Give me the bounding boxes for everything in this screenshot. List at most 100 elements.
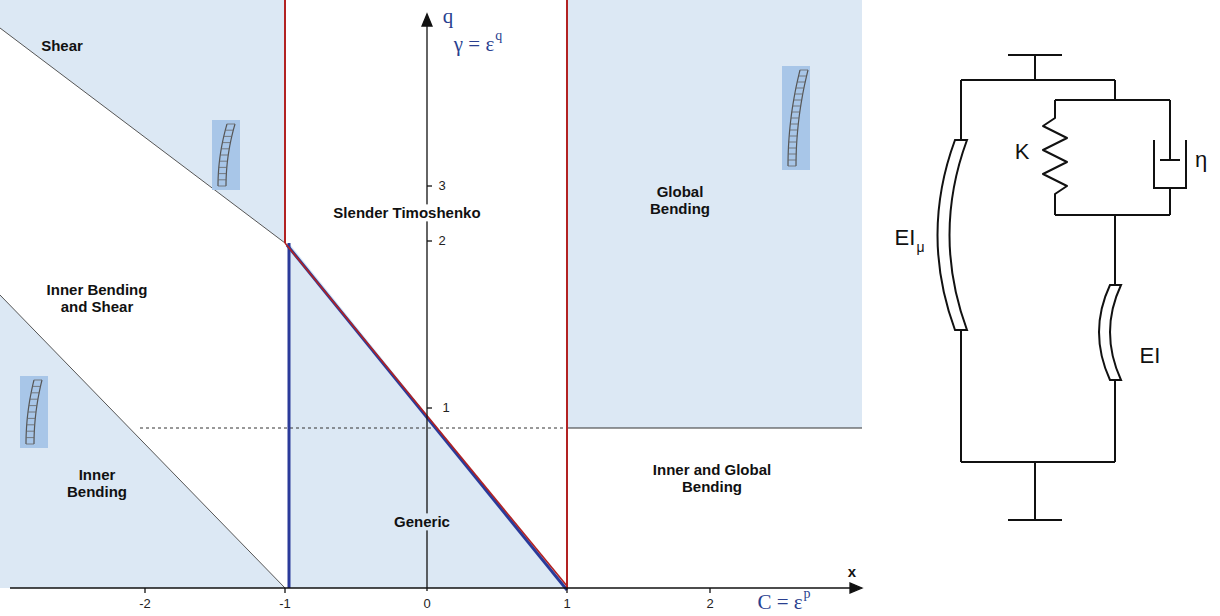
- y-axis: [426, 24, 427, 591]
- ladder-rung: [32, 386, 40, 387]
- element-subscript: μ: [916, 239, 924, 255]
- ladder-rung: [788, 148, 796, 149]
- ladder-rung: [793, 106, 801, 107]
- ladder-rung: [218, 173, 226, 174]
- wire: [1169, 100, 1171, 160]
- tick-label: 1: [563, 597, 570, 612]
- ladder-rung: [31, 392, 39, 393]
- ladder-rung: [796, 88, 804, 89]
- tick-label: 1: [442, 401, 449, 416]
- axis-name: q: [443, 4, 454, 28]
- wire: [961, 79, 1115, 81]
- ladder-rung: [788, 154, 796, 155]
- axes: [10, 14, 862, 593]
- ladder-rung: [219, 161, 227, 162]
- beam-icon: [20, 376, 48, 448]
- ladder-rung: [788, 166, 796, 167]
- wire: [1169, 188, 1171, 215]
- tick-mark: [144, 588, 145, 593]
- ladder-rung: [795, 94, 803, 95]
- ladder-rung: [225, 130, 233, 131]
- ladder-rung: [790, 124, 798, 125]
- wire: [960, 80, 962, 140]
- axis-superscript: q: [495, 28, 502, 44]
- ladder-rung: [789, 136, 797, 137]
- dashpot-symbol: [1154, 140, 1186, 188]
- tick-label: 2: [438, 234, 445, 249]
- shear-region: [0, 0, 285, 243]
- region-label: Slender Timoshenko: [330, 204, 483, 221]
- inner-bending-region: [0, 295, 285, 588]
- region-label: Inner Bending and Shear: [32, 281, 162, 316]
- ladder-rung: [788, 160, 796, 161]
- wire: [1114, 380, 1116, 462]
- ladder-rung: [221, 148, 229, 149]
- ladder-rung: [218, 186, 226, 187]
- region-label: Inner and Global Bending: [637, 461, 787, 496]
- tick-mark: [427, 240, 432, 241]
- ladder-rung: [29, 405, 37, 406]
- region-boundaries: [0, 0, 862, 590]
- axis-superscript: p: [804, 586, 811, 602]
- element-label: K: [1015, 139, 1030, 164]
- ladder-rung: [26, 431, 34, 432]
- region-label: Generic: [391, 513, 453, 530]
- icon-panel: [20, 376, 48, 448]
- arrowhead: [422, 14, 432, 26]
- x-axis: [10, 587, 852, 588]
- region-label: Shear: [41, 37, 83, 54]
- ladder-rung: [218, 179, 226, 180]
- ladder-rung: [794, 100, 802, 101]
- ladder-rail: [788, 70, 800, 166]
- tick-mark: [566, 588, 567, 593]
- ladder-rung: [34, 380, 42, 381]
- ladder-rung: [222, 142, 230, 143]
- tick-label: 2: [706, 597, 713, 612]
- tick-label: 0: [423, 597, 430, 612]
- tick-mark: [709, 588, 710, 593]
- ladder-rung: [28, 412, 36, 413]
- boundary-line: [0, 295, 285, 588]
- ladder-rung: [27, 424, 35, 425]
- red-boundary: [566, 0, 568, 588]
- wire: [960, 330, 962, 462]
- beam-icon: [782, 66, 810, 170]
- ladder-rung: [790, 130, 798, 131]
- spring-symbol: [1043, 100, 1067, 215]
- ladder-rung: [219, 167, 227, 168]
- ladder-rung: [26, 444, 34, 445]
- region-label: Inner Bending: [57, 466, 137, 501]
- tick-mark: [284, 588, 285, 593]
- wire: [1034, 462, 1036, 520]
- ladder-rung: [30, 399, 38, 400]
- regime-shading: [0, 0, 862, 588]
- arrowhead: [850, 583, 862, 593]
- boundary-line: [567, 427, 862, 428]
- ladder-rung: [224, 136, 232, 137]
- ladder-rung: [797, 82, 805, 83]
- ladder-rung: [799, 76, 807, 77]
- tick-label: -2: [139, 597, 151, 612]
- wire: [1055, 99, 1170, 101]
- tick-mark: [427, 407, 432, 408]
- wire: [1055, 214, 1170, 216]
- wire: [1034, 55, 1036, 80]
- ladder-rung: [791, 118, 799, 119]
- element-label: η: [1195, 147, 1207, 172]
- ladder-rung: [789, 142, 797, 143]
- boundary-line: [0, 28, 285, 243]
- beam-icon: [212, 120, 240, 190]
- beam-icons: [20, 66, 810, 448]
- rheology-model: [938, 55, 1187, 520]
- tick-label: 3: [438, 179, 445, 194]
- ladder-rung: [27, 418, 35, 419]
- global-bending-region: [567, 0, 862, 428]
- beam-element: [938, 140, 968, 330]
- blue-boundary: [288, 243, 291, 588]
- ladder-rung: [792, 112, 800, 113]
- support-bar: [1008, 519, 1062, 521]
- ladder-rung: [227, 124, 235, 125]
- region-label: Global Bending: [640, 183, 720, 218]
